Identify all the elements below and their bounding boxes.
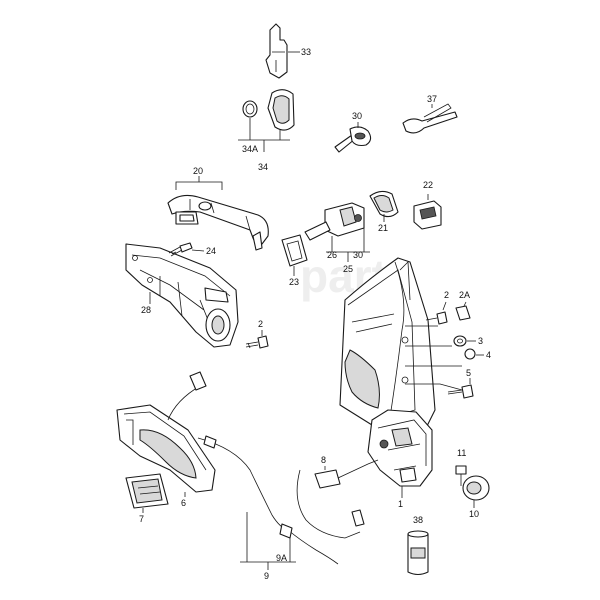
part-8-cable (296, 459, 379, 539)
label-26: 26 (327, 250, 337, 260)
part-26-lock-cylinder (304, 202, 365, 241)
label-37: 37 (427, 94, 437, 104)
part-1-door-lock (367, 409, 433, 487)
part-2a-nut (455, 305, 471, 321)
label-5: 5 (466, 368, 471, 378)
part-7-cover (125, 473, 169, 509)
part-3-grommet (453, 335, 467, 347)
label-34a: 34A (242, 144, 258, 154)
part-34a-seal-ring (242, 100, 258, 118)
part-34-cover-cap (267, 89, 295, 131)
part-28-handle-carrier (125, 243, 239, 348)
label-34: 34 (258, 162, 268, 172)
part-20-door-handle (167, 194, 269, 251)
part-30-key (334, 126, 372, 153)
label-4: 4 (486, 350, 491, 360)
part-38-lubricant-can (407, 530, 429, 576)
label-6: 6 (181, 498, 186, 508)
label-23: 23 (289, 277, 299, 287)
part-2-screw-right (425, 311, 448, 325)
label-7: 7 (139, 514, 144, 524)
label-2a: 2A (459, 290, 470, 300)
label-22: 22 (423, 180, 433, 190)
label-1: 1 (398, 499, 403, 509)
label-28: 28 (141, 305, 151, 315)
part-4-plug (464, 348, 476, 360)
label-30-cylinder: 30 (353, 250, 363, 260)
label-21: 21 (378, 223, 388, 233)
part-10-cover (462, 475, 490, 501)
label-2-right: 2 (444, 290, 449, 300)
part-23-gasket (281, 234, 308, 267)
label-33: 33 (301, 47, 311, 57)
label-25: 25 (343, 264, 353, 274)
label-8: 8 (321, 455, 326, 465)
part-11-screw (455, 465, 467, 486)
part-33-clip (265, 23, 288, 79)
label-24: 24 (206, 246, 216, 256)
label-11: 11 (457, 448, 466, 458)
part-5-bolt (447, 384, 474, 399)
part-21-cap (369, 190, 399, 218)
label-20: 20 (193, 166, 203, 176)
label-38: 38 (413, 515, 423, 525)
part-9-bowden-cable (197, 435, 339, 565)
door-panel-section (339, 257, 436, 441)
part-22-trim-cap (413, 200, 442, 230)
part-2-screw-left (245, 335, 269, 349)
part-9-wiring-harness (167, 371, 207, 421)
label-30-key: 30 (352, 111, 362, 121)
part-24-screw (168, 242, 193, 257)
label-3: 3 (478, 336, 483, 346)
label-9: 9 (264, 571, 269, 581)
label-9a: 9A (276, 553, 287, 563)
part-37-tool (402, 103, 458, 134)
label-2-left: 2 (258, 319, 263, 329)
label-10: 10 (469, 509, 479, 519)
